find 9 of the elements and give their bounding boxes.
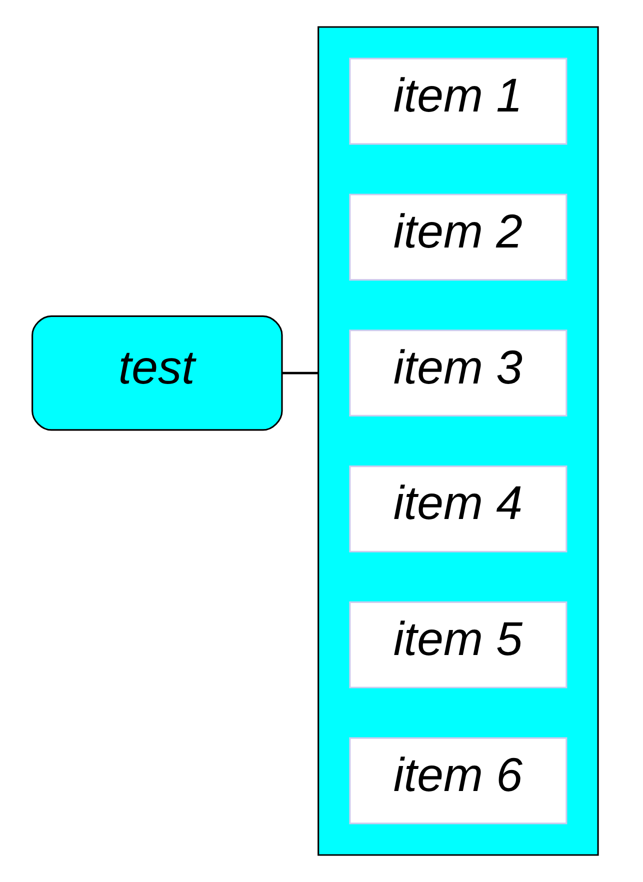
node-box: item 5 xyxy=(349,601,568,688)
node-box: test xyxy=(32,315,283,431)
connector xyxy=(282,372,318,374)
node-box: item 1 xyxy=(349,58,568,145)
cluster xyxy=(318,26,599,856)
node-box: item 6 xyxy=(349,737,568,824)
node-box: item 2 xyxy=(349,194,568,281)
node-box: item 3 xyxy=(349,330,568,416)
node-box: item 4 xyxy=(349,466,568,552)
